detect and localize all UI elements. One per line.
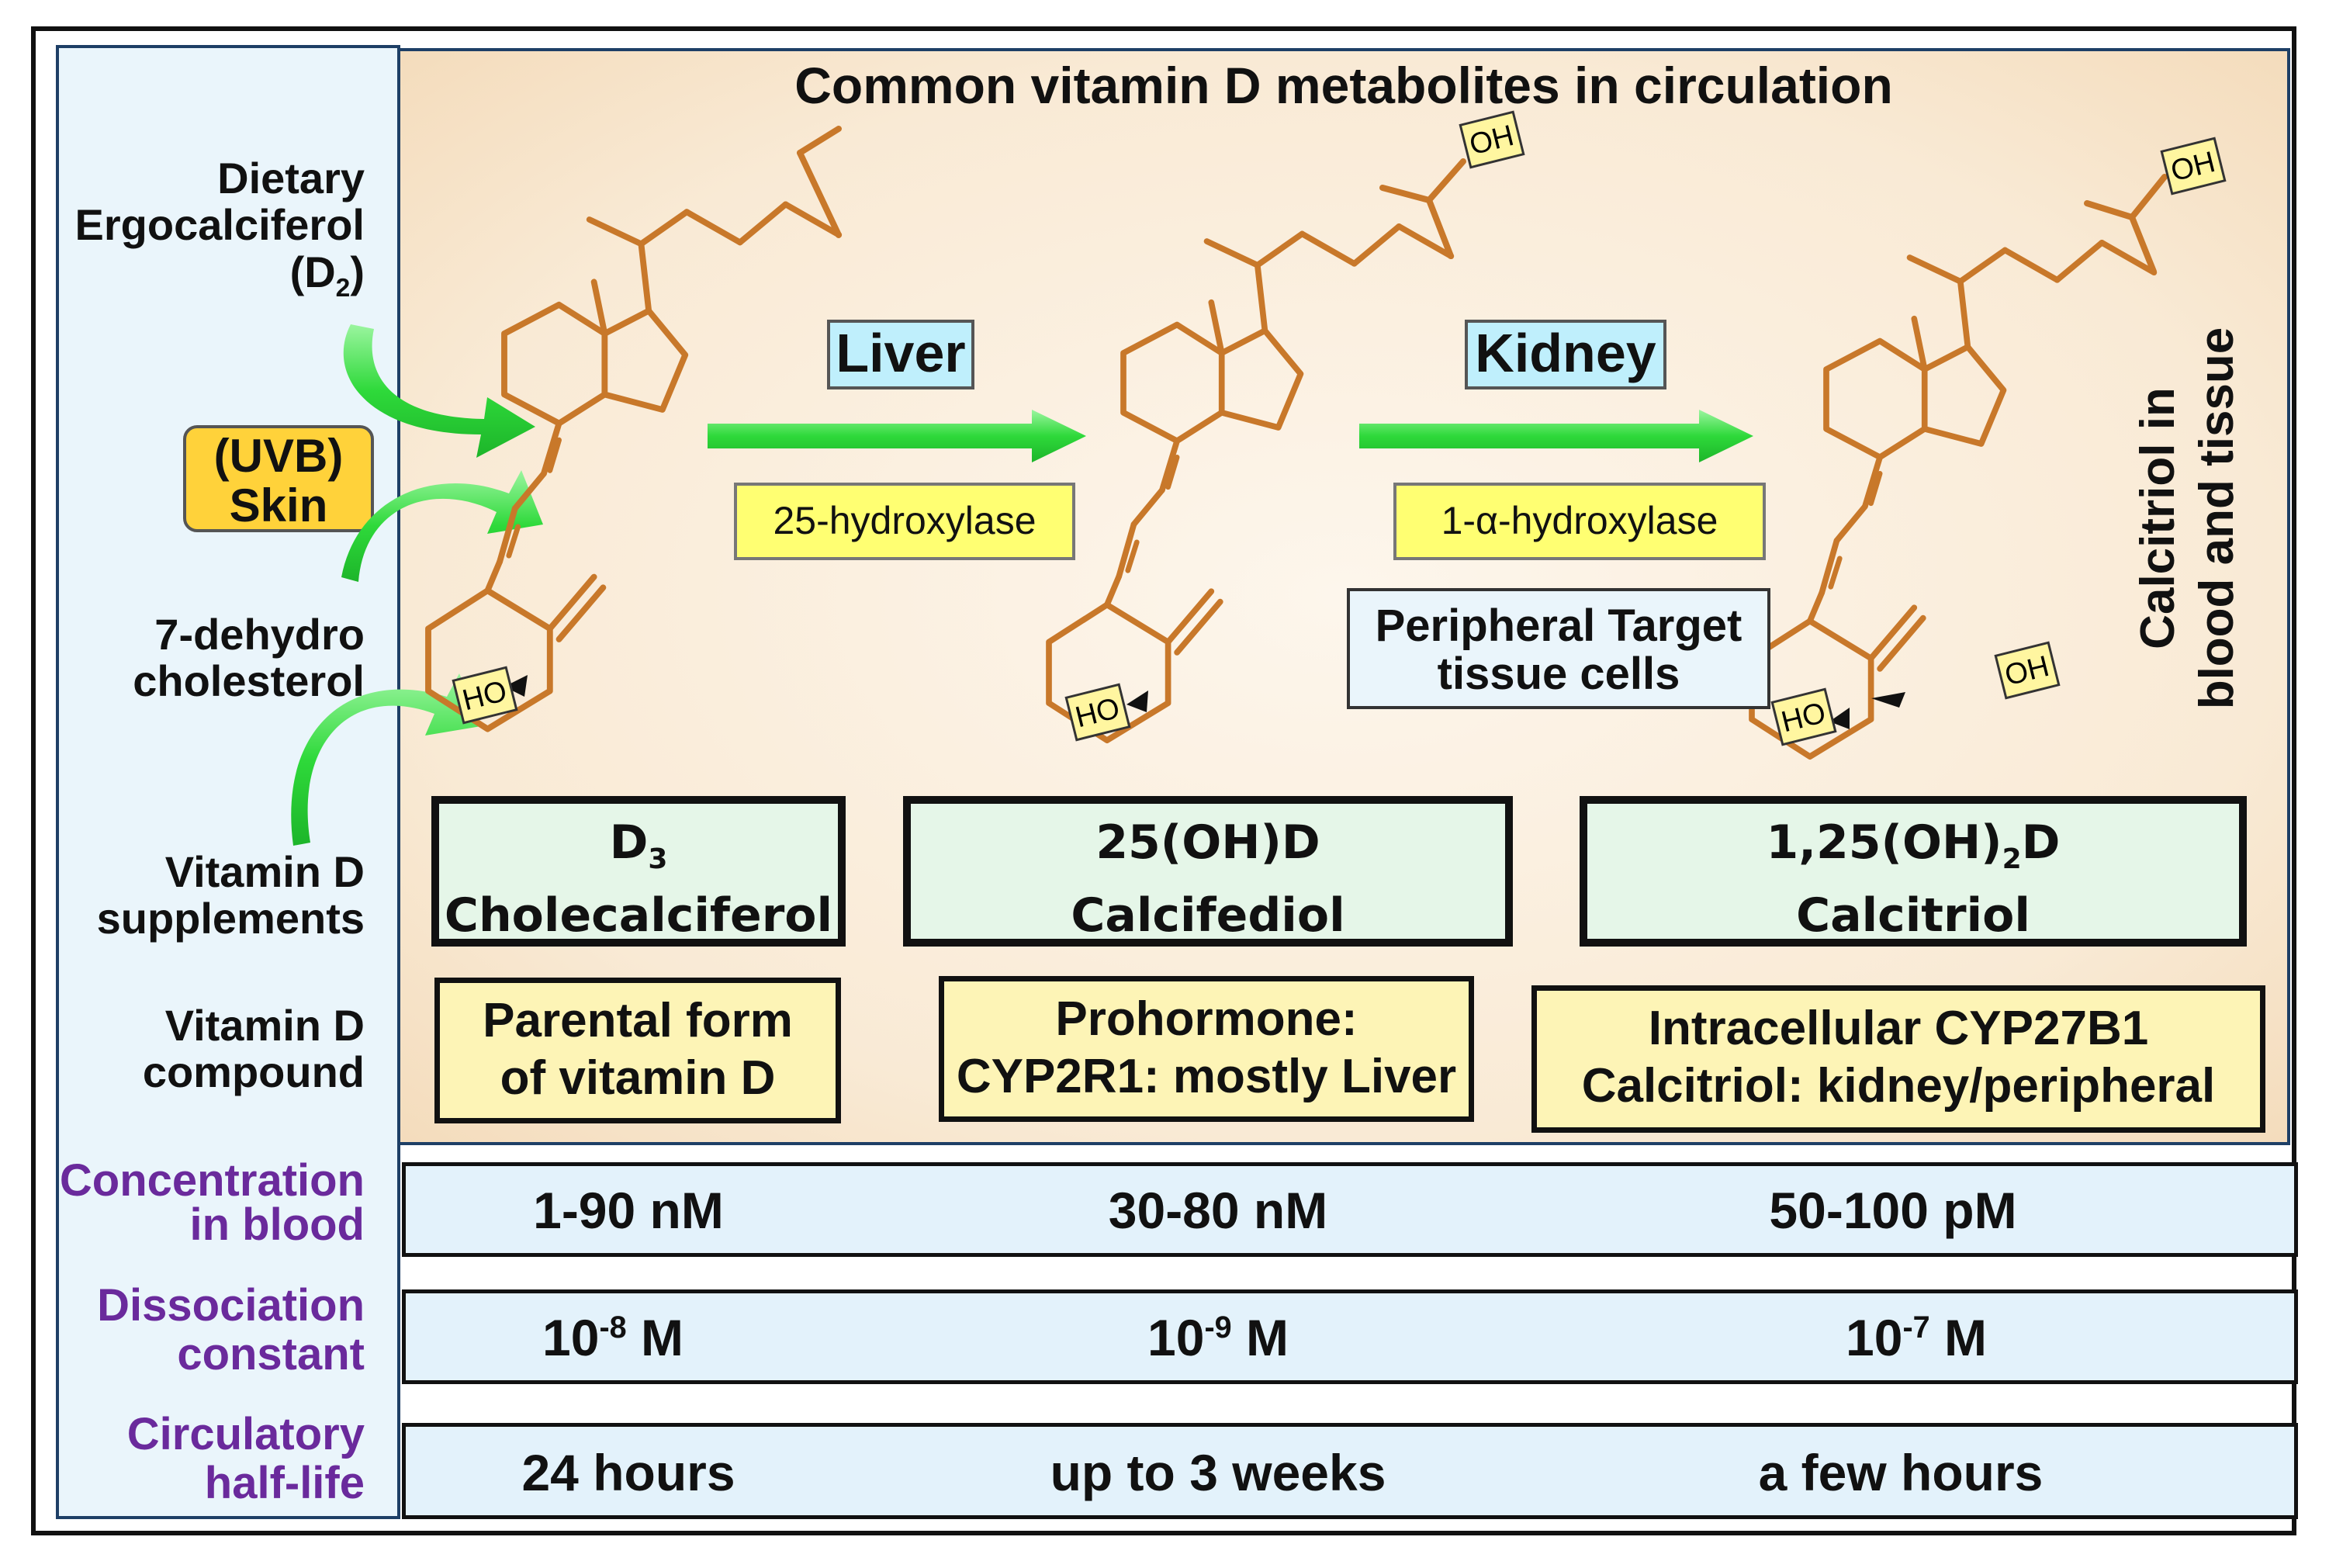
dissociation-value-1: 10-8 M bbox=[542, 1309, 683, 1366]
parental-form-box: Parental form of vitamin D bbox=[434, 978, 841, 1123]
uvb-label: (UVB) bbox=[213, 430, 344, 482]
compound-name-top: D3 bbox=[609, 815, 668, 875]
halflife-line1: Circulatory bbox=[126, 1409, 365, 1459]
desc-line2: CYP2R1: mostly Liver bbox=[956, 1050, 1457, 1103]
supplements-label: Vitamin D supplements bbox=[70, 847, 365, 943]
halflife-value-2: up to 3 weeks bbox=[1050, 1444, 1386, 1501]
dietary-label: Dietary Ergocalciferol (D2) bbox=[70, 154, 365, 303]
dietary-label-line2: Ergocalciferol bbox=[74, 200, 365, 250]
halflife-value-3: a few hours bbox=[1758, 1444, 2044, 1501]
dietary-label-line1: Dietary bbox=[217, 154, 365, 202]
desc-line2: Calcitriol: kidney/peripheral bbox=[1581, 1059, 2216, 1113]
dissociation-label: Dissociation constant bbox=[47, 1280, 365, 1379]
concentration-row bbox=[402, 1162, 2298, 1257]
dissociation-row bbox=[402, 1289, 2298, 1384]
dietary-label-line3: (D2) bbox=[289, 247, 365, 303]
compound-name-bottom: Cholecalciferol bbox=[444, 888, 833, 943]
dehydrocholesterol-label: 7-dehydro cholesterol bbox=[70, 611, 365, 705]
kidney-box: Kidney bbox=[1465, 320, 1666, 389]
compound-name-bottom: Calcifediol bbox=[1071, 888, 1345, 943]
intracellular-box: Intracellular CYP27B1 Calcitriol: kidney… bbox=[1531, 985, 2265, 1133]
liver-enzyme-box: 25-hydroxylase bbox=[734, 483, 1075, 560]
dissociation-line2: constant bbox=[177, 1328, 365, 1379]
kidney-arrow bbox=[1359, 410, 1753, 462]
prohormone-box: Prohormone: CYP2R1: mostly Liver bbox=[939, 976, 1474, 1122]
concentration-value-1: 1-90 nM bbox=[533, 1182, 724, 1239]
concentration-label: Concentration in blood bbox=[47, 1155, 365, 1250]
calcifediol-structure bbox=[1049, 158, 1466, 740]
dehydro-line2: cholesterol bbox=[133, 656, 365, 706]
calcifediol-name-box: 25(OH)D Calcifediol bbox=[903, 796, 1513, 947]
dissociation-value-3: 10-7 M bbox=[1846, 1309, 1987, 1366]
calcitriol-structure bbox=[1752, 174, 2168, 756]
supplements-line1: Vitamin D bbox=[164, 847, 365, 896]
pathway-panel bbox=[397, 48, 2290, 1145]
halflife-line2: half-life bbox=[204, 1457, 365, 1508]
desc-line1: Intracellular CYP27B1 bbox=[1648, 1002, 2149, 1055]
compound-name-bottom: Calcitriol bbox=[1796, 888, 2030, 943]
halflife-value-1: 24 hours bbox=[521, 1444, 735, 1501]
desc-line1: Prohormone: bbox=[1055, 992, 1358, 1046]
concentration-value-3: 50-100 pM bbox=[1769, 1182, 2017, 1239]
compound-line2: compound bbox=[142, 1047, 365, 1097]
input-curved-arrows bbox=[291, 324, 543, 846]
dissociation-line1: Dissociation bbox=[97, 1280, 365, 1331]
desc-line1: Parental form bbox=[483, 994, 793, 1047]
halflife-label: Circulatory half-life bbox=[47, 1409, 365, 1508]
compound-name-top: 25(OH)D bbox=[1095, 815, 1320, 870]
dehydro-line1: 7-dehydro bbox=[154, 610, 365, 659]
compound-label: Vitamin D compound bbox=[70, 1002, 365, 1096]
hydroxyl-label-boxes: HO HO OH HO OH OH bbox=[452, 110, 2227, 746]
cholecalciferol-structure bbox=[428, 126, 839, 729]
peripheral-line1: Peripheral Target bbox=[1375, 601, 1742, 651]
concentration-value-2: 30-80 nM bbox=[1108, 1182, 1328, 1239]
desc-line2: of vitamin D bbox=[500, 1051, 776, 1105]
skin-label: Skin bbox=[229, 479, 328, 531]
left-label-column bbox=[56, 45, 400, 1519]
halflife-row bbox=[402, 1423, 2298, 1519]
side-label-line2: blood and tissue bbox=[2190, 327, 2244, 710]
liver-arrow bbox=[708, 410, 1086, 462]
concentration-line1: Concentration bbox=[59, 1155, 365, 1206]
dissociation-value-2: 10-9 M bbox=[1147, 1309, 1289, 1366]
concentration-line2: in blood bbox=[189, 1199, 365, 1250]
peripheral-line2: tissue cells bbox=[1437, 649, 1680, 699]
cholecalciferol-name-box: D3 Cholecalciferol bbox=[431, 796, 846, 947]
diagram-title: Common vitamin D metabolites in circulat… bbox=[794, 57, 1893, 114]
kidney-enzyme-box: 1-α-hydroxylase bbox=[1393, 483, 1766, 560]
compound-name-top: 1,25(OH)2D bbox=[1766, 815, 2061, 875]
compound-line1: Vitamin D bbox=[164, 1001, 365, 1050]
calcitriol-side-label: Calcitriol in blood and tissue bbox=[2110, 293, 2265, 743]
calcitriol-name-box: 1,25(OH)2D Calcitriol bbox=[1580, 796, 2247, 947]
supplements-line2: supplements bbox=[96, 894, 365, 943]
liver-box: Liver bbox=[827, 320, 974, 389]
peripheral-target-box: Peripheral Target tissue cells bbox=[1347, 588, 1770, 709]
side-label-line1: Calcitriol in bbox=[2131, 387, 2185, 649]
uvb-skin-badge: (UVB) Skin bbox=[183, 425, 374, 532]
